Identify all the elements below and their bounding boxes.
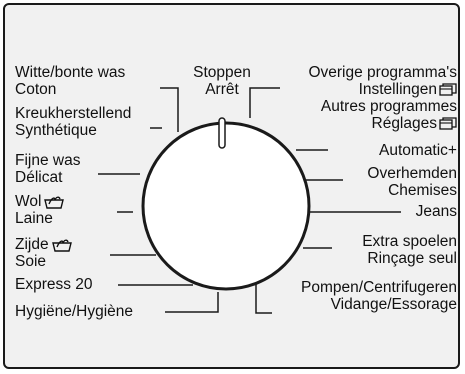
label-zijde: Zijde Soie xyxy=(15,236,72,270)
label-express-20: Express 20 xyxy=(15,276,93,293)
label-wol: Wol Laine xyxy=(15,193,65,227)
knob-indicator xyxy=(218,117,226,149)
hand-wash-icon xyxy=(44,196,65,209)
label-overige-programmas: Overige programma's Instellingen Autres … xyxy=(308,64,457,132)
book-icon xyxy=(439,117,457,131)
book-icon xyxy=(439,83,457,97)
leader-hygiene xyxy=(165,292,219,313)
label-jeans: Jeans xyxy=(415,203,457,220)
hand-wash-icon xyxy=(51,239,72,252)
leader-pompen xyxy=(255,280,272,314)
leader-witte xyxy=(160,87,179,132)
leader-overige xyxy=(249,87,280,118)
label-automatic: Automatic+ xyxy=(379,142,457,159)
label-hygiene: Hygiëne/Hygiène xyxy=(15,303,134,320)
program-knob[interactable] xyxy=(141,121,311,291)
